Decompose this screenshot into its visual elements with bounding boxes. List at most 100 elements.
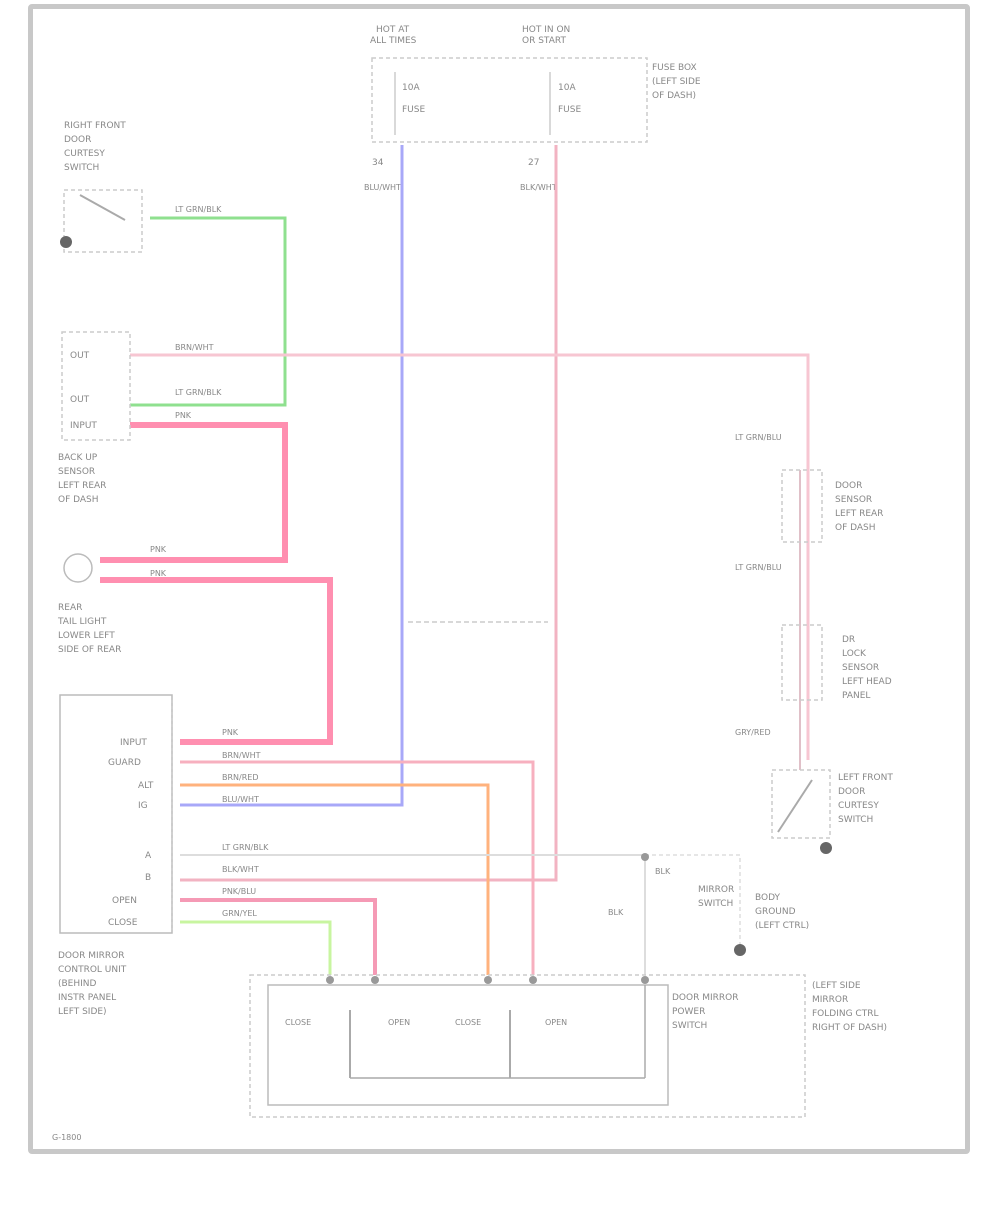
door-switch-wire: LT GRN/BLK bbox=[175, 205, 222, 214]
cu-pin-2: GUARD bbox=[108, 758, 141, 768]
left-door-switch-label-1: LEFT FRONT bbox=[838, 773, 893, 783]
cu-pin-3: ALT bbox=[138, 781, 154, 791]
switch2-label-1: DR bbox=[842, 635, 855, 645]
ground-icon bbox=[734, 944, 746, 956]
cu-label-1: DOOR MIRROR bbox=[58, 951, 124, 961]
right-wire-1: LT GRN/BLU bbox=[735, 433, 782, 442]
cu-pin-8: CLOSE bbox=[108, 918, 138, 928]
sensor-a-label-4: OF DASH bbox=[58, 495, 99, 505]
cu-wire-2: BRN/WHT bbox=[222, 751, 261, 760]
wire-blue-ig bbox=[180, 145, 404, 807]
fuse-left-wire-num: 34 bbox=[372, 158, 384, 168]
left-door-switch-label-4: SWITCH bbox=[838, 815, 873, 825]
sensor-a-pin-2: OUT bbox=[70, 395, 90, 405]
fuse-right-wire-num: 27 bbox=[528, 158, 539, 168]
door-switch-right-front: RIGHT FRONT DOOR CURTESY SWITCH LT GRN/B… bbox=[60, 121, 222, 253]
switch2-label-2: LOCK bbox=[842, 649, 867, 659]
ground-pin-label: BLK bbox=[655, 867, 671, 876]
fuse-right-header-2: OR START bbox=[522, 36, 566, 46]
fuse-right-header-1: HOT IN ON bbox=[522, 25, 570, 35]
motor-left-label-1: CLOSE bbox=[285, 1018, 311, 1027]
mirror-outer-label-1: (LEFT SIDE bbox=[812, 981, 861, 991]
sensor-a-wire-mid: LT GRN/BLK bbox=[175, 388, 222, 397]
cu-label-3: (BEHIND bbox=[58, 979, 97, 989]
cu-wire-4: BLU/WHT bbox=[222, 795, 259, 804]
diagram-footer-code: G-1800 bbox=[52, 1133, 81, 1142]
wire-green-door bbox=[130, 216, 287, 407]
fuse-left-header-1: HOT AT bbox=[376, 25, 410, 35]
sensor-b-label-3: LOWER LEFT bbox=[58, 631, 115, 641]
sensor-a-pin-3: INPUT bbox=[70, 421, 97, 431]
mirror-outer-label-2: MIRROR bbox=[812, 995, 848, 1005]
wire-pink-thick-1 bbox=[100, 422, 288, 563]
mirror-switch-label-3: SWITCH bbox=[672, 1021, 707, 1031]
cu-wire-5: LT GRN/BLK bbox=[222, 843, 269, 852]
backup-sensor: OUT OUT INPUT BRN/WHT LT GRN/BLK PNK BAC… bbox=[58, 331, 222, 505]
cu-wire-1: PNK bbox=[222, 728, 239, 737]
mirror-switch-label-2: POWER bbox=[672, 1007, 705, 1017]
fuse-left-label-2: FUSE bbox=[402, 105, 425, 115]
cu-pin-5: A bbox=[145, 851, 152, 861]
fuse-box: HOT AT ALL TIMES HOT IN ON OR START 10A … bbox=[364, 25, 701, 192]
cu-wire-3: BRN/RED bbox=[222, 773, 259, 782]
wire-guard bbox=[180, 760, 535, 975]
door-switch-label-3: CURTESY bbox=[64, 149, 105, 159]
fuse-right-label-2: FUSE bbox=[558, 105, 581, 115]
fuse-right-label-1: 10A bbox=[558, 83, 576, 93]
cu-wire-6: BLK/WHT bbox=[222, 865, 259, 874]
door-switch-label-4: SWITCH bbox=[64, 163, 99, 173]
ground-label-3: (LEFT CTRL) bbox=[755, 921, 809, 931]
wire-lime-close bbox=[180, 920, 332, 975]
wire-orange-alt bbox=[180, 783, 490, 975]
tail-light-sensor: PNK PNK REAR TAIL LIGHT LOWER LEFT SIDE … bbox=[57, 545, 167, 655]
switch2-label-4: LEFT HEAD bbox=[842, 677, 892, 687]
left-door-switch-label-2: DOOR bbox=[838, 787, 865, 797]
sensor-a-label-2: SENSOR bbox=[58, 467, 95, 477]
wire-pink-top bbox=[130, 353, 810, 760]
switch1-label-1: DOOR bbox=[835, 481, 862, 491]
cu-pin-1: INPUT bbox=[120, 738, 147, 748]
cu-wire-7: PNK/BLU bbox=[222, 887, 256, 896]
wire-pink-open bbox=[180, 898, 377, 975]
sensor-b-wire-top: PNK bbox=[150, 545, 167, 554]
wire-pink-fuse bbox=[180, 145, 558, 882]
ground-label-1: BODY bbox=[755, 893, 781, 903]
right-wire-3: GRY/RED bbox=[735, 728, 771, 737]
mirror-outer-label-3: FOLDING CTRL bbox=[812, 1009, 878, 1019]
cu-pin-4: IG bbox=[138, 801, 148, 811]
switch2-label-3: SENSOR bbox=[842, 663, 879, 673]
cu-pin-6: B bbox=[145, 873, 151, 883]
cu-wire-8: GRN/YEL bbox=[222, 909, 257, 918]
ground-icon bbox=[820, 842, 832, 854]
cu-label-2: CONTROL UNIT bbox=[58, 965, 127, 975]
motor-right-label-2: OPEN bbox=[545, 1018, 567, 1027]
fuse-box-label-1: FUSE BOX bbox=[652, 63, 697, 73]
sensor-b-label-4: SIDE OF REAR bbox=[58, 645, 121, 655]
fuse-right-wire-color: BLK/WHT bbox=[520, 183, 557, 192]
right-side-switches: LT GRN/BLU DOOR SENSOR LEFT REAR OF DASH… bbox=[735, 433, 893, 854]
door-switch-label-2: DOOR bbox=[64, 135, 91, 145]
sensor-b-wire-bot: PNK bbox=[150, 569, 167, 578]
sensor-a-label-1: BACK UP bbox=[58, 453, 98, 463]
fuse-left-label-1: 10A bbox=[402, 83, 420, 93]
ground-switch-label-1: MIRROR bbox=[698, 885, 734, 895]
switch1-label-2: SENSOR bbox=[835, 495, 872, 505]
sensor-a-pin-1: OUT bbox=[70, 351, 90, 361]
right-wire-2: LT GRN/BLU bbox=[735, 563, 782, 572]
sensor-a-wire-bot: PNK bbox=[175, 411, 192, 420]
cu-label-4: INSTR PANEL bbox=[58, 993, 116, 1003]
door-mirror-control-unit: INPUT GUARD ALT IG A B OPEN CLOSE PNK BR… bbox=[58, 694, 269, 1017]
ground-switch-label-2: SWITCH bbox=[698, 899, 733, 909]
wire-pink-thick-2 bbox=[100, 577, 333, 745]
sensor-a-label-3: LEFT REAR bbox=[58, 481, 106, 491]
motor-left-label-2: OPEN bbox=[388, 1018, 410, 1027]
ground-icon bbox=[60, 236, 72, 248]
door-switch-label-1: RIGHT FRONT bbox=[64, 121, 126, 131]
motor-right-label-1: CLOSE bbox=[455, 1018, 481, 1027]
sensor-b-label-1: REAR bbox=[58, 603, 82, 613]
ground-label-2: GROUND bbox=[755, 907, 796, 917]
fuse-left-wire-color: BLU/WHT bbox=[364, 183, 401, 192]
switch1-label-3: LEFT REAR bbox=[835, 509, 883, 519]
